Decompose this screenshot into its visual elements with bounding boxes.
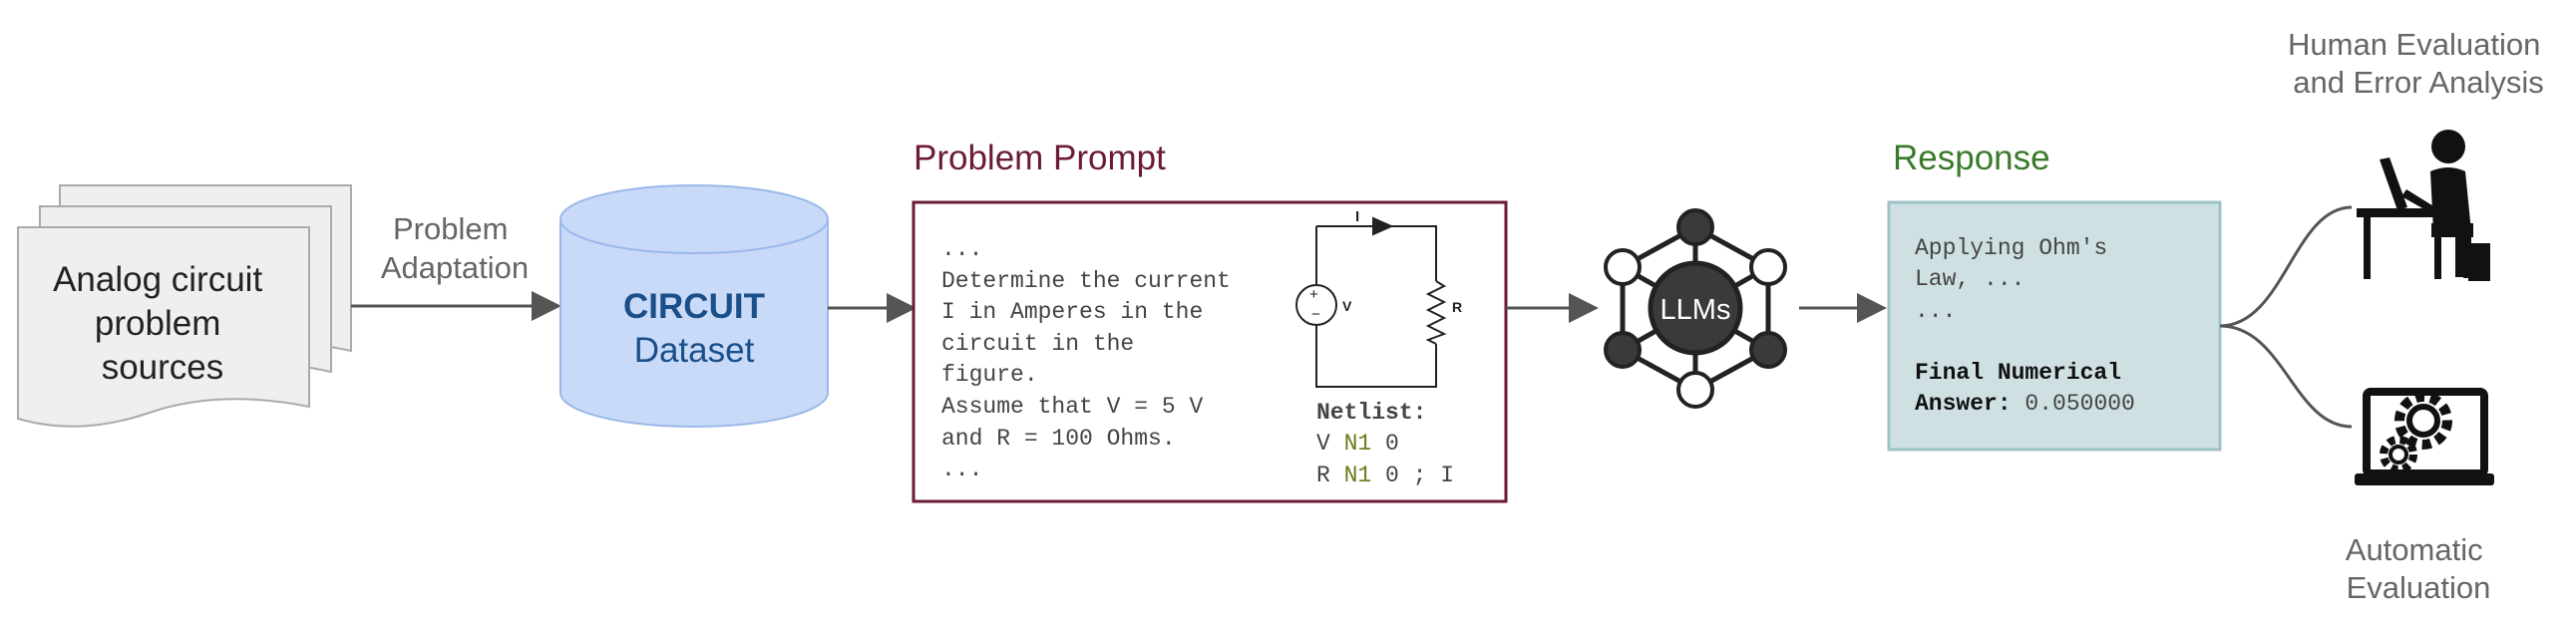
prompt-text: ... Determine the current I in Amperes i… [941, 236, 1245, 482]
llm-node-bottom [1676, 371, 1714, 409]
branch-to-auto-eval [2219, 324, 2353, 429]
gear-small-icon [2380, 436, 2417, 473]
human-eval-label: Human Evaluation and Error Analysis [2288, 27, 2549, 100]
source-documents: Analog circuit problem sources [17, 184, 352, 428]
netlist-line-2: R N1 0 ; I [1316, 463, 1454, 488]
dataset-cylinder: CIRCUIT Dataset [559, 184, 829, 428]
circuit-wire [1315, 225, 1437, 388]
prompt-title: Problem Prompt [914, 139, 1166, 177]
document-sheet-front [17, 226, 310, 428]
dataset-cylinder-top [559, 184, 829, 254]
resistor-icon [1425, 280, 1447, 345]
llm-label: LLMs [1660, 294, 1731, 326]
laptop-base [2355, 473, 2494, 485]
dataset-name: CIRCUIT [623, 287, 765, 326]
response-title: Response [1893, 139, 2050, 177]
laptop-gears-icon [2355, 388, 2494, 485]
branch-to-human-eval [2219, 205, 2353, 328]
llm-network-icon: LLMs [1604, 208, 1787, 409]
current-label: I [1355, 208, 1359, 225]
llm-node-upper-left [1604, 248, 1642, 286]
source-label: V [1342, 298, 1352, 314]
source-plus-sign: + [1309, 286, 1318, 303]
circuit-schematic [1295, 216, 1447, 388]
llm-node-lower-left [1604, 331, 1642, 369]
dataset-subtitle: Dataset [634, 331, 755, 370]
llm-node-top [1676, 208, 1714, 246]
netlist-title: Netlist: [1316, 400, 1426, 426]
person-at-laptop-icon [2357, 130, 2490, 281]
source-minus-sign: − [1311, 306, 1320, 323]
adaptation-label: Problem Adaptation [381, 211, 529, 285]
netlist-line-1: V N1 0 [1316, 431, 1399, 457]
resistor-label: R [1452, 299, 1462, 315]
current-arrow-icon [1372, 216, 1394, 236]
llm-node-upper-right [1749, 248, 1787, 286]
final-answer-heading: Final Numerical [1915, 360, 2121, 386]
dataset-cylinder-body [559, 219, 829, 428]
auto-eval-label: Automatic Evaluation [2346, 532, 2491, 605]
voltage-source-icon [1295, 284, 1337, 326]
response-box [1887, 200, 2222, 452]
response-text: Applying Ohm's Law, ... ... [1915, 235, 2121, 324]
prompt-box [912, 200, 1508, 503]
llm-node-lower-right [1749, 331, 1787, 369]
final-answer-line: Answer: 0.050000 [1915, 391, 2135, 417]
llm-node-center [1648, 260, 1743, 356]
sources-label: Analog circuit problem sources [53, 260, 272, 387]
gear-large-icon [2394, 392, 2452, 450]
